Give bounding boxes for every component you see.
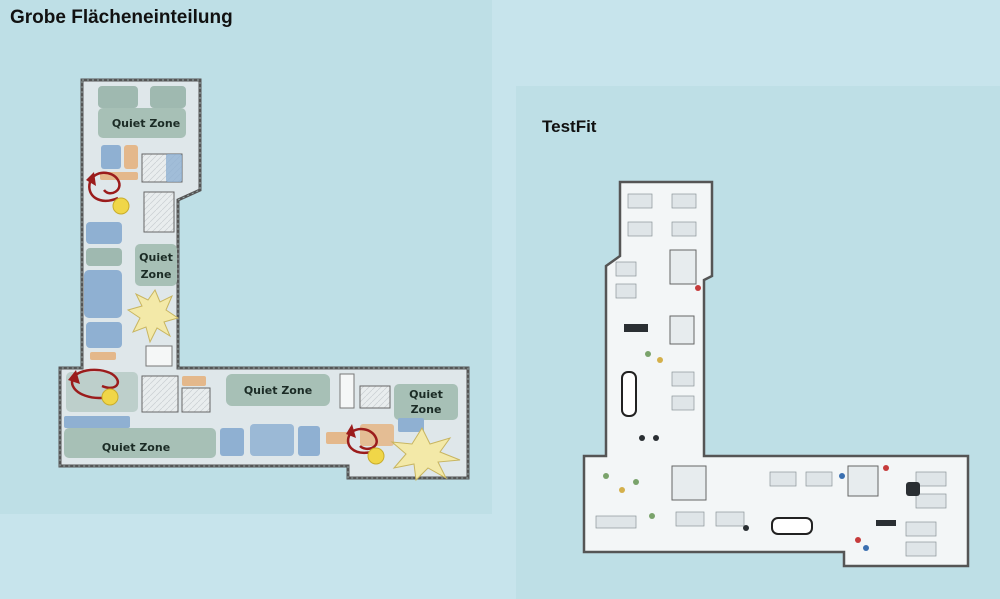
- quiet-zone-label: Quiet: [409, 388, 443, 401]
- quiet-zone-label: Quiet Zone: [244, 384, 312, 397]
- collab-zone: [182, 376, 206, 386]
- quiet-zone-label: Quiet Zone: [102, 441, 170, 454]
- stair-core: [359, 385, 391, 409]
- testfit-floor-plan: [582, 180, 970, 568]
- lift-core: [143, 191, 175, 233]
- work-zone: [250, 424, 294, 456]
- work-zone: [64, 416, 130, 428]
- furniture-dots: [603, 285, 701, 493]
- zoning-floor-plan: Quiet Zone Quiet Zone Quiet Zone Quiet Z…: [58, 78, 470, 482]
- work-zone: [220, 428, 244, 456]
- collab-zone: [90, 352, 116, 360]
- meeting-table: [906, 482, 920, 496]
- quiet-zone-label: Quiet: [139, 251, 173, 264]
- quiet-zone: [135, 244, 177, 286]
- work-zone: [298, 426, 320, 456]
- meeting-table: [876, 520, 896, 526]
- quiet-zone: [64, 428, 216, 458]
- collab-zone: [326, 432, 348, 444]
- work-zone: [101, 145, 121, 169]
- quiet-zone-label: Zone: [141, 268, 172, 281]
- stair-core: [669, 249, 697, 285]
- collab-zone: [124, 145, 138, 169]
- building-outline: [582, 180, 970, 568]
- stair-core: [141, 375, 179, 413]
- work-zone: [166, 154, 182, 182]
- arrow-head: [68, 370, 80, 384]
- zone-block: [86, 248, 122, 266]
- desk-cluster: [615, 193, 697, 411]
- lift-core: [847, 465, 879, 497]
- arrow-head: [86, 172, 96, 186]
- lift-core: [669, 315, 695, 345]
- left-panel-title: Grobe Flächeneinteilung: [10, 7, 233, 28]
- meeting-table: [624, 324, 648, 332]
- room-block: [145, 345, 173, 367]
- lightbulb-icon: [101, 388, 119, 406]
- activity-burst: [390, 426, 461, 482]
- lightbulb-icon: [367, 447, 385, 465]
- work-zone: [86, 222, 122, 244]
- quiet-zone-label: Zone: [411, 403, 442, 416]
- zone-block: [150, 86, 186, 108]
- movement-arrow: [70, 171, 378, 455]
- work-zone: [398, 418, 424, 432]
- quiet-zone-label: Quiet Zone: [112, 117, 180, 130]
- activity-burst: [126, 288, 180, 344]
- work-zone: [86, 322, 122, 348]
- quiet-zone: [226, 374, 330, 406]
- quiet-zone: [98, 108, 186, 138]
- zone-block: [66, 372, 138, 412]
- room-block: [339, 373, 355, 409]
- zone-block: [98, 86, 138, 108]
- meeting-table: [621, 371, 637, 417]
- lift-core: [181, 387, 211, 413]
- arrow-head: [346, 424, 356, 438]
- stair-core: [671, 465, 707, 501]
- quiet-zone: [394, 384, 458, 420]
- lightbulb-icon: [112, 197, 130, 215]
- desk-cluster: [595, 471, 947, 557]
- furniture-dots: [649, 465, 889, 551]
- meeting-table: [771, 517, 813, 535]
- work-zone: [84, 270, 122, 318]
- right-panel-title: TestFit: [542, 117, 597, 136]
